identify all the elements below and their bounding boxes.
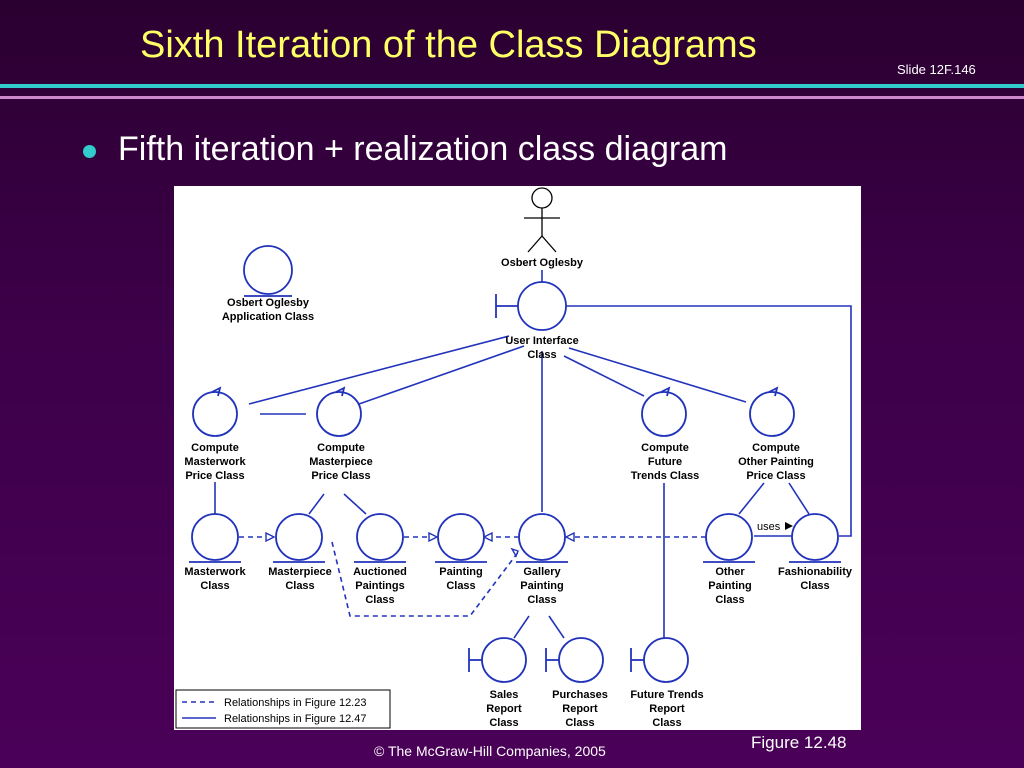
masterpiece-label-1: Masterpiece [268, 566, 332, 578]
auctioned-label-2: Paintings [355, 580, 405, 592]
compute-future-label-1: Compute [641, 442, 689, 454]
future-report-label-2: Report [649, 703, 685, 715]
figure-caption: Figure 12.48 [751, 733, 847, 752]
edge-computemasterpiece-masterpiece [308, 493, 325, 515]
future-trends-report-boundary-icon [630, 637, 689, 683]
edge-gallery-purchases [548, 615, 565, 639]
app-class-label-1: Osbert Oglesby [227, 297, 310, 309]
ui-class-label-1: User Interface [505, 335, 578, 347]
other-painting-label-1: Other [715, 566, 745, 578]
edge-computeother-fashionability [788, 482, 810, 515]
compute-masterwork-label-2: Masterwork [184, 456, 246, 468]
purchases-report-boundary-icon [545, 637, 604, 683]
uses-arrow-icon [785, 522, 793, 530]
masterpiece-entity-icon [273, 513, 325, 563]
painting-entity-icon [435, 513, 487, 563]
sales-report-boundary-icon [468, 637, 527, 683]
compute-other-label-2: Other Painting [738, 456, 814, 468]
arrowhead-painting-from-auctioned [428, 531, 439, 543]
gallery-label-2: Painting [520, 580, 563, 592]
compute-masterwork-label-3: Price Class [185, 470, 244, 482]
compute-other-control-icon [749, 386, 795, 437]
slide-number: Slide 12F.146 [897, 62, 976, 77]
sales-report-label-2: Report [486, 703, 522, 715]
auctioned-label-3: Class [365, 594, 394, 606]
compute-masterpiece-label-3: Price Class [311, 470, 370, 482]
edge-ui-computeother [568, 347, 747, 403]
gallery-entity-icon [516, 513, 568, 563]
sales-report-label-3: Class [489, 717, 518, 729]
other-painting-label-3: Class [715, 594, 744, 606]
compute-masterwork-label-1: Compute [191, 442, 239, 454]
app-class-label-2: Application Class [222, 311, 314, 323]
sales-report-label-1: Sales [490, 689, 519, 701]
compute-future-label-3: Trends Class [631, 470, 699, 482]
future-report-label-1: Future Trends [630, 689, 703, 701]
compute-other-label-1: Compute [752, 442, 800, 454]
legend-dashed-label: Relationships in Figure 12.23 [224, 697, 366, 709]
bullet-icon [83, 145, 96, 158]
gallery-label-3: Class [527, 594, 556, 606]
fashionability-label-1: Fashionability [778, 566, 853, 578]
other-painting-label-2: Painting [708, 580, 751, 592]
compute-other-label-3: Price Class [746, 470, 805, 482]
future-report-label-3: Class [652, 717, 681, 729]
edge-ui-computemasterpiece [358, 345, 525, 405]
arrowhead-masterpiece [265, 531, 276, 543]
edge-ui-fashionability [566, 305, 852, 537]
bullet-text: Fifth iteration + realization class diag… [118, 130, 728, 168]
edge-ui-computefuture [563, 355, 645, 397]
actor-label: Osbert Oglesby [501, 257, 584, 269]
arrowhead-painting-from-gallery [482, 531, 493, 543]
actor-stick-figure [524, 187, 560, 253]
gallery-label-1: Gallery [523, 566, 561, 578]
arrowhead-gallery-from-masterpiece [510, 547, 519, 558]
title-divider-teal [0, 84, 1024, 88]
compute-masterpiece-label-1: Compute [317, 442, 365, 454]
class-diagram-figure: Osbert Oglesby [174, 186, 861, 730]
copyright-notice: © The McGraw-Hill Companies, 2005 [374, 743, 606, 759]
fashionability-label-2: Class [800, 580, 829, 592]
uses-label: uses [757, 521, 781, 533]
painting-label-2: Class [446, 580, 475, 592]
auctioned-entity-icon [354, 513, 406, 563]
ui-class-label-2: Class [527, 349, 556, 361]
painting-label-1: Painting [439, 566, 482, 578]
ui-boundary-icon [495, 281, 567, 331]
edge-computeother-otherpainting [738, 482, 765, 515]
compute-masterwork-control-icon [192, 386, 238, 437]
application-class-icon [243, 245, 293, 297]
slide-title: Sixth Iteration of the Class Diagrams [140, 24, 757, 66]
masterwork-label-1: Masterwork [184, 566, 246, 578]
masterpiece-label-2: Class [285, 580, 314, 592]
compute-future-label-2: Future [648, 456, 682, 468]
legend-solid-label: Relationships in Figure 12.47 [224, 713, 366, 725]
edge-gallery-sales [513, 615, 530, 639]
arrowhead-gallery-from-other [564, 531, 575, 543]
compute-masterpiece-control-icon [316, 386, 362, 437]
masterwork-label-2: Class [200, 580, 229, 592]
compute-masterpiece-label-2: Masterpiece [309, 456, 373, 468]
title-divider-pink [0, 96, 1024, 99]
other-painting-entity-icon [703, 513, 755, 563]
compute-future-control-icon [641, 386, 687, 437]
class-diagram: Osbert Oglesby [175, 187, 853, 729]
edge-computemasterpiece-auctioned [343, 493, 367, 515]
purchases-report-label-3: Class [565, 717, 594, 729]
purchases-report-label-1: Purchases [552, 689, 608, 701]
masterwork-entity-icon [189, 513, 241, 563]
legend: Relationships in Figure 12.23 Relationsh… [175, 689, 391, 729]
auctioned-label-1: Auctioned [353, 566, 407, 578]
purchases-report-label-2: Report [562, 703, 598, 715]
fashionability-entity-icon [789, 513, 841, 563]
edge-dashed-masterpiece-gallery [331, 541, 520, 617]
edge-ui-computemasterwork [248, 335, 510, 405]
